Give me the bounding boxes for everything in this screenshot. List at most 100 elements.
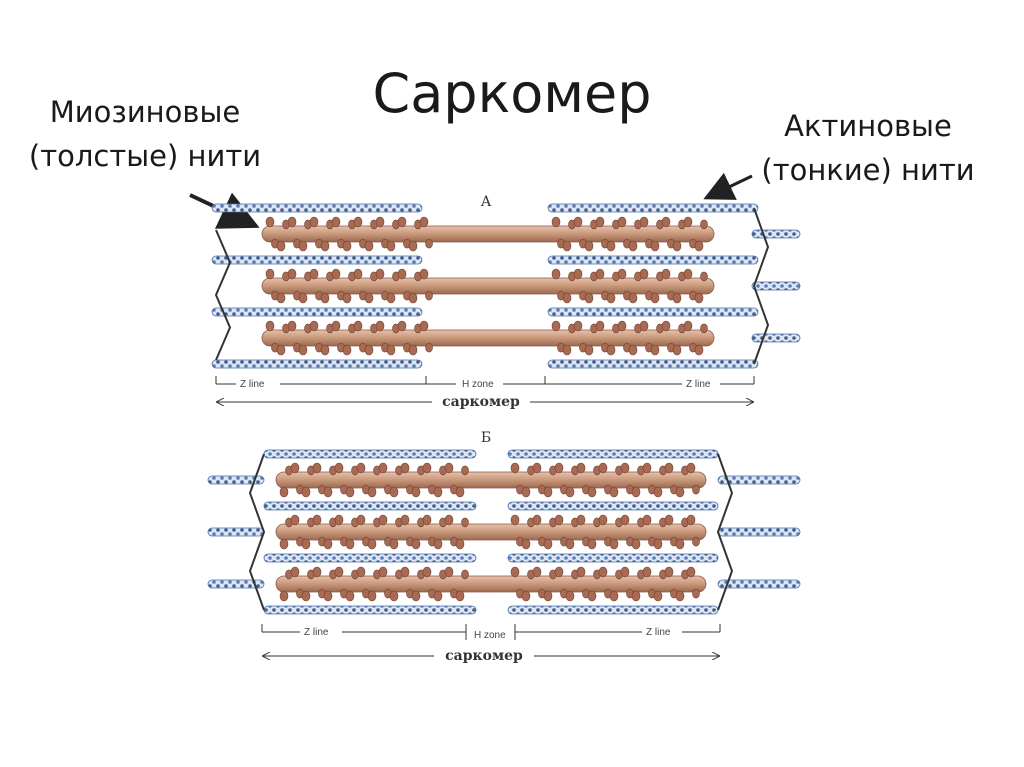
myosin-head [433, 538, 443, 550]
myosin-head [378, 514, 388, 526]
myosin-head [320, 240, 330, 252]
myosin-head [367, 590, 377, 602]
myosin-head [422, 462, 432, 474]
myosin-head [364, 292, 374, 304]
panel-contracted: Б Z line H zone Z line саркомер [207, 430, 801, 664]
myosin-head [287, 320, 297, 332]
myosin-head [543, 590, 553, 602]
myosin-head [356, 566, 366, 578]
actin-filament [211, 307, 423, 317]
myosin-head [620, 462, 630, 474]
actin-filament [211, 359, 423, 369]
myosin-head [598, 566, 608, 578]
myosin-head [287, 268, 297, 280]
myosin-head [609, 538, 619, 550]
myosin-head [408, 240, 418, 252]
myosin-head [521, 486, 531, 498]
myosin-head [279, 538, 289, 550]
myosin-head [323, 590, 333, 602]
myosin-head [694, 240, 704, 252]
myosin-head [408, 292, 418, 304]
myosin-head [301, 486, 311, 498]
myosin-head [565, 486, 575, 498]
z-disc [752, 207, 770, 365]
myosin-head [411, 486, 421, 498]
myosin-head [532, 566, 542, 578]
myosin-head [378, 566, 388, 578]
myosin-head [411, 590, 421, 602]
myosin-head [628, 240, 638, 252]
myosin-head [620, 566, 630, 578]
myosin-head [265, 216, 275, 228]
panel-filaments [207, 449, 801, 615]
myosin-head [276, 292, 286, 304]
myosin-head [331, 216, 341, 228]
myosin-head [595, 216, 605, 228]
myosin-head [411, 538, 421, 550]
myosin-head [422, 566, 432, 578]
myosin-head [598, 462, 608, 474]
myosin-head [419, 320, 429, 332]
myosin-head [650, 292, 660, 304]
actin-filament [211, 255, 423, 265]
z-disc [248, 453, 266, 611]
myosin-head [543, 486, 553, 498]
myosin-head [265, 268, 275, 280]
myosin-head [532, 514, 542, 526]
actin-filament [207, 475, 265, 485]
myosin-head [397, 216, 407, 228]
myosin-head [320, 292, 330, 304]
myosin-head [661, 268, 671, 280]
myosin-head [700, 271, 708, 282]
myosin-head [683, 320, 693, 332]
myosin-head [342, 292, 352, 304]
myosin-head [323, 486, 333, 498]
myosin-head [331, 320, 341, 332]
myosin-head [642, 462, 652, 474]
myosin-head [694, 292, 704, 304]
myosin-head [367, 538, 377, 550]
actin-filament [507, 449, 719, 459]
myosin-head [455, 486, 465, 498]
myosin-head [683, 216, 693, 228]
myosin-head [510, 462, 520, 474]
myosin-head [334, 462, 344, 474]
myosin-head [617, 216, 627, 228]
h-zone-label: H zone [474, 630, 506, 641]
myosin-head [290, 462, 300, 474]
myosin-head [378, 462, 388, 474]
myosin-head [433, 590, 443, 602]
panel-letter: Б [481, 430, 491, 446]
myosin-head [675, 486, 685, 498]
myosin-head [345, 590, 355, 602]
myosin-filament-label: Миозиновые (толстые) нити [14, 90, 276, 178]
myosin-head [334, 514, 344, 526]
myosin-head [345, 538, 355, 550]
panel-relaxed: А Z line H zone Z line саркомер [211, 194, 801, 410]
myosin-head [672, 240, 682, 252]
myosin-head [312, 566, 322, 578]
myosin-head [408, 344, 418, 356]
myosin-label-line-1: Миозиновые [49, 95, 241, 129]
actin-callout-arrow [703, 172, 753, 200]
actin-filament [717, 579, 801, 589]
myosin-head [422, 514, 432, 526]
myosin-head [653, 486, 663, 498]
myosin-head [342, 240, 352, 252]
actin-filament [263, 605, 477, 615]
myosin-head [334, 566, 344, 578]
myosin-head [312, 514, 322, 526]
actin-filament [547, 203, 759, 213]
myosin-head [444, 566, 454, 578]
myosin-head [562, 240, 572, 252]
myosin-head [565, 590, 575, 602]
myosin-head [276, 240, 286, 252]
myosin-head [598, 514, 608, 526]
myosin-head [455, 590, 465, 602]
actin-filament [751, 333, 801, 343]
z-line-left-label: Z line [304, 627, 329, 638]
myosin-head [653, 538, 663, 550]
myosin-head [375, 320, 385, 332]
myosin-head [692, 588, 700, 599]
myosin-head [543, 538, 553, 550]
